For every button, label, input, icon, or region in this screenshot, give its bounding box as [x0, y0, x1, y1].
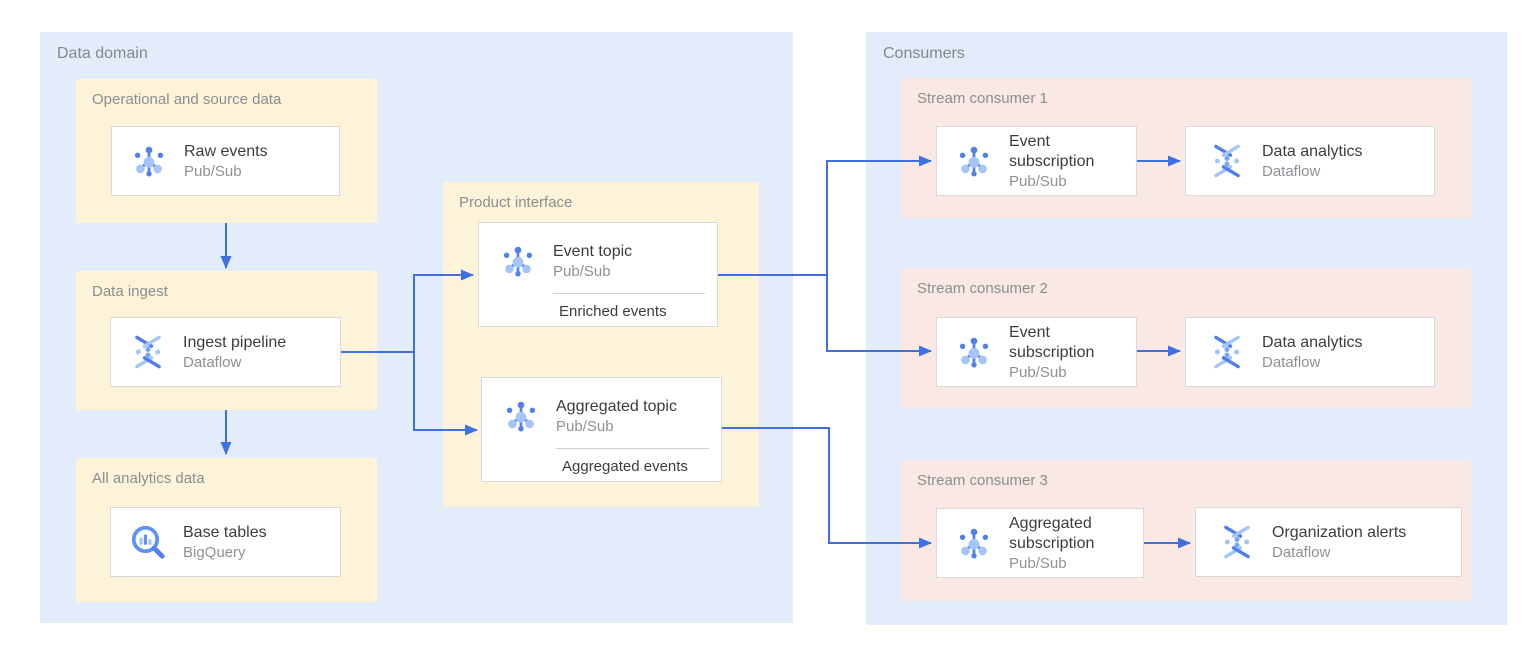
- card-title: Data analytics: [1262, 333, 1363, 351]
- card-event-subscription-2: Event subscription Pub/Sub: [936, 317, 1137, 387]
- card-product: Dataflow: [1272, 543, 1331, 561]
- card-product: Dataflow: [1262, 162, 1321, 180]
- card-title: Ingest pipeline: [183, 333, 287, 351]
- dataflow-icon: [1213, 144, 1241, 178]
- pubsub-icon: [133, 145, 165, 178]
- card-product: Pub/Sub: [553, 262, 611, 280]
- dataflow-icon: [134, 335, 162, 369]
- card-product: Dataflow: [1262, 353, 1321, 371]
- card-title: Aggregated topic: [556, 397, 677, 415]
- pubsub-icon: [502, 245, 534, 278]
- divider: [556, 448, 709, 449]
- card-title: Event subscription: [1009, 323, 1095, 361]
- bigquery-icon: [129, 523, 167, 561]
- card-aggregated-topic: Aggregated topic Pub/Sub Aggregated even…: [481, 377, 722, 482]
- card-base-tables: Base tables BigQuery: [110, 507, 341, 577]
- card-title: Base tables: [183, 523, 267, 541]
- pubsub-icon: [505, 400, 537, 433]
- group-stream-consumer-1-label: Stream consumer 1: [917, 90, 1048, 107]
- topic-tag: Aggregated events: [562, 458, 688, 475]
- card-product: Pub/Sub: [556, 417, 614, 435]
- card-product: Dataflow: [183, 353, 242, 371]
- card-aggregated-subscription: Aggregated subscription Pub/Sub: [936, 508, 1144, 578]
- group-product-interface-label: Product interface: [459, 194, 573, 211]
- zone-consumers-label: Consumers: [883, 45, 965, 62]
- card-title: Organization alerts: [1272, 523, 1407, 541]
- card-organization-alerts: Organization alerts Dataflow: [1195, 507, 1462, 577]
- pubsub-icon: [958, 527, 990, 560]
- card-data-analytics-2: Data analytics Dataflow: [1185, 317, 1435, 387]
- card-event-topic: Event topic Pub/Sub Enriched events: [478, 222, 718, 327]
- card-title: Aggregated subscription: [1009, 514, 1095, 552]
- topic-tag: Enriched events: [559, 303, 667, 320]
- group-data-ingest-label: Data ingest: [92, 283, 168, 300]
- card-product: Pub/Sub: [1009, 554, 1067, 572]
- pubsub-icon: [958, 336, 990, 369]
- card-title: Event subscription: [1009, 132, 1095, 170]
- card-title: Data analytics: [1262, 142, 1363, 160]
- card-title: Event topic: [553, 242, 633, 260]
- divider: [553, 293, 705, 294]
- card-data-analytics-1: Data analytics Dataflow: [1185, 126, 1435, 196]
- card-product: Pub/Sub: [1009, 172, 1067, 190]
- dataflow-icon: [1213, 335, 1241, 369]
- card-raw-events: Raw events Pub/Sub: [111, 126, 340, 196]
- card-ingest-pipeline: Ingest pipeline Dataflow: [110, 317, 341, 387]
- card-product: BigQuery: [183, 543, 246, 561]
- zone-data-domain-label: Data domain: [57, 45, 148, 62]
- group-operational-label: Operational and source data: [92, 91, 282, 108]
- group-stream-consumer-2-label: Stream consumer 2: [917, 280, 1048, 297]
- group-stream-consumer-3-label: Stream consumer 3: [917, 472, 1048, 489]
- pubsub-icon: [958, 145, 990, 178]
- group-analytics-label: All analytics data: [92, 470, 205, 487]
- card-product: Pub/Sub: [1009, 363, 1067, 381]
- dataflow-icon: [1223, 525, 1251, 559]
- card-title: Raw events: [184, 142, 268, 160]
- card-product: Pub/Sub: [184, 162, 242, 180]
- card-event-subscription-1: Event subscription Pub/Sub: [936, 126, 1137, 196]
